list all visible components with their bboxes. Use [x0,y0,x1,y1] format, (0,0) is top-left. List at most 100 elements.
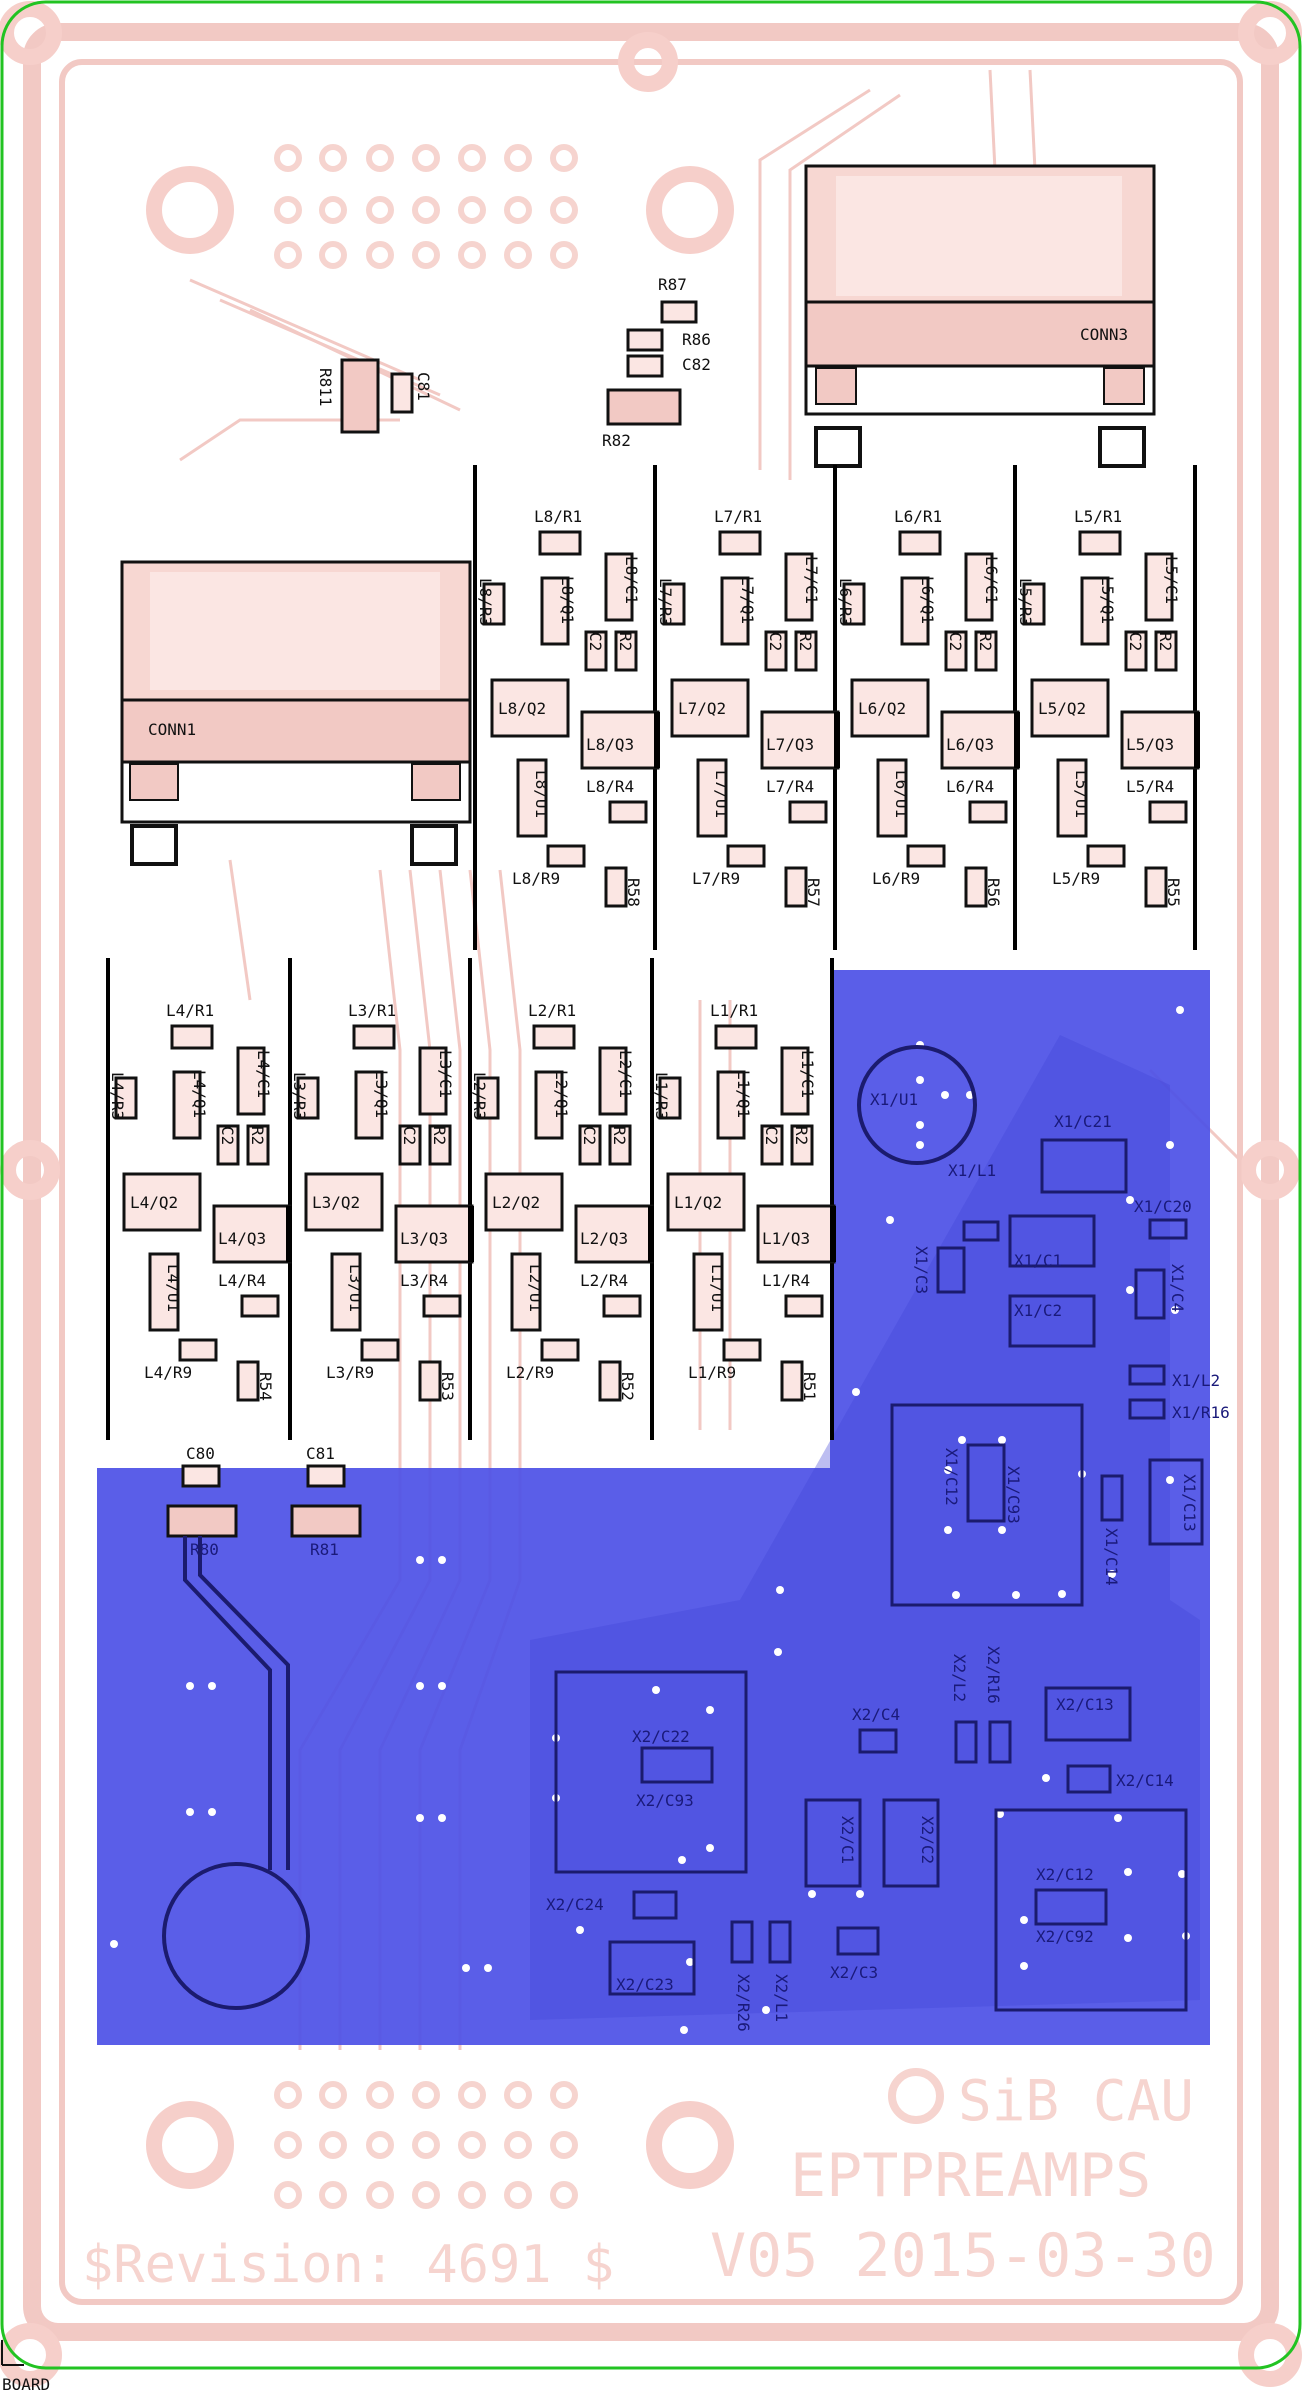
r3-label: L7/R3 [656,578,675,626]
q2-pad [850,678,930,738]
x1c13-label: X1/C13 [1180,1474,1199,1532]
c1-pad [964,552,994,622]
rs-pad [598,1360,622,1402]
bottom-layer-parts [554,1045,1204,2012]
r3-pad [662,582,686,626]
pink-via [274,144,302,172]
r1-pad [718,530,762,556]
r4-label: L7/R4 [766,777,814,796]
c2-pad [1124,630,1148,672]
copper-vias [110,1006,1190,2034]
r9-pad [906,844,946,868]
via [1126,1286,1134,1294]
q2-label: L6/Q2 [858,699,906,718]
connector-conn1: CONN1 [120,560,472,866]
q1-pad [900,576,930,646]
r86-label: R86 [682,330,711,349]
q2-pad [484,1172,564,1232]
via [186,1682,194,1690]
r4-label: L1/R4 [762,1271,810,1290]
via [776,1586,784,1594]
q3-label: L6/Q3 [946,735,994,754]
via [1126,1196,1134,1204]
r1-pad [170,1024,214,1050]
x1c2-label: X1/C2 [1014,1301,1062,1320]
r9-label: L5/R9 [1052,869,1100,888]
r1-pad [1078,530,1122,556]
r3-pad [1022,582,1046,626]
x2c23-label: X2/C23 [616,1975,674,1994]
pink-via [366,2131,394,2159]
x2c22-label: X2/C22 [632,1727,690,1746]
via [680,2026,688,2034]
r3-label: L1/R3 [652,1072,671,1120]
via [686,1958,694,1966]
x1l2-label: X1/L2 [1172,1371,1220,1390]
org-text: SiB CAU [958,2069,1194,2134]
via [1176,1006,1184,1014]
c2-pad [760,1124,784,1166]
pink-via [504,241,532,269]
x2l1-label: X2/L1 [772,1974,791,2022]
via [952,1591,960,1599]
r2-label: R2 [610,1126,629,1145]
pink-via [458,196,486,224]
pink-via [458,241,486,269]
q3-marker [830,1206,836,1262]
r4-pad [1148,800,1188,824]
c2-label: C2 [400,1126,419,1145]
x2c93-label: X2/C93 [636,1791,694,1810]
rs-pad [1144,866,1168,908]
r2-pad [246,1124,270,1166]
via [941,1091,949,1099]
q2-pad [122,1172,202,1232]
r80-label: R80 [190,1540,219,1559]
q3-label: L4/Q3 [218,1229,266,1248]
r2-pad [608,1124,632,1166]
q2-pad [490,678,570,738]
r4-pad [240,1294,280,1318]
pink-via [458,144,486,172]
q3-pad [580,710,660,770]
c1-label: L8/C1 [622,556,641,604]
via [886,1216,894,1224]
pink-via [366,2181,394,2209]
via [996,1810,1004,1818]
via [852,1388,860,1396]
r2-pad [794,630,818,672]
via [1124,1868,1132,1876]
via [774,1648,782,1656]
r3-pad [842,582,866,626]
r3-pad [476,1076,500,1120]
x1c4-label: X1/C4 [1168,1264,1187,1312]
pink-via [319,2181,347,2209]
q3-label: L5/Q3 [1126,735,1174,754]
r2-label: R2 [796,632,815,651]
conn1-label: CONN1 [148,720,196,739]
via [438,1682,446,1690]
pink-via [319,144,347,172]
r1-label: L8/R1 [534,507,582,526]
via [1171,1306,1179,1314]
r2-pad [428,1124,452,1166]
r9-label: L1/R9 [688,1363,736,1382]
via [576,1926,584,1934]
c2-pad [944,630,968,672]
via [706,1844,714,1852]
q1-label: L5/Q1 [1098,576,1117,624]
r2-pad [1154,630,1178,672]
q1-pad [1080,576,1110,646]
r4-pad [608,800,648,824]
rs-pad [236,1360,260,1402]
via [1166,1476,1174,1484]
r3-label: L5/R3 [1016,578,1035,626]
q1-pad [534,1070,564,1140]
channel-dividers [106,465,1197,1440]
u1-pad [516,758,548,838]
via [916,1121,924,1129]
pink-via [504,2131,532,2159]
x1c3-label: X1/C3 [912,1246,931,1294]
